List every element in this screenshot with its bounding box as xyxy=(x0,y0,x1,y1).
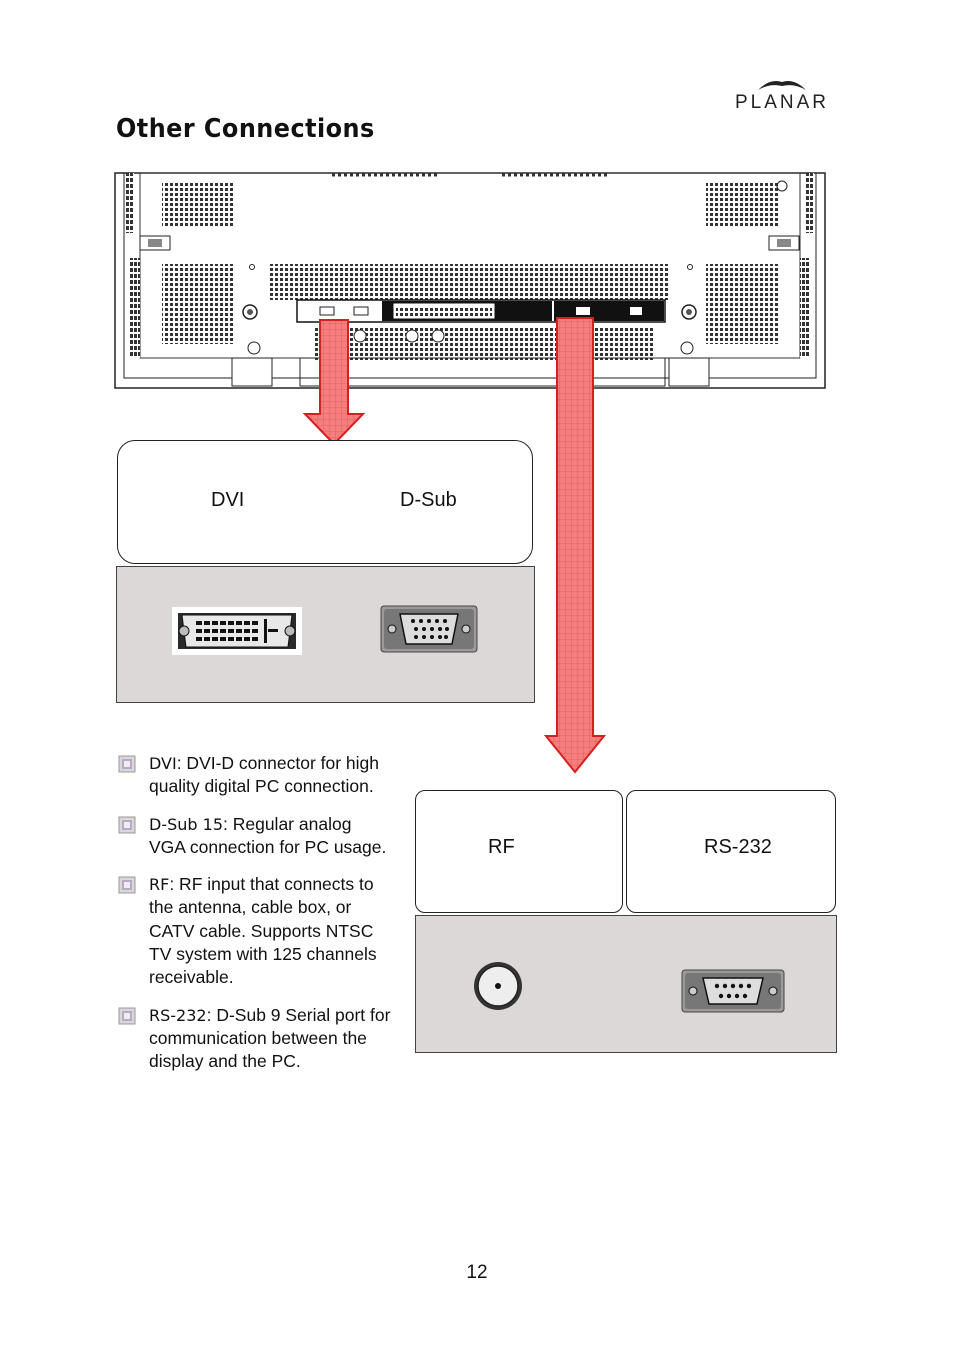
connector-box-rf-rs232 xyxy=(415,915,837,1053)
page-title: Other Connections xyxy=(116,114,375,144)
label-dsub: D-Sub xyxy=(400,489,457,511)
planar-logo: PLANAR xyxy=(722,76,842,120)
connector-box-dvi-dsub xyxy=(116,566,535,703)
list-item-dsub15: D-Sub 15: Regular analog VGA connection … xyxy=(116,813,391,860)
bullet-icon xyxy=(118,755,136,773)
desc-rs232: : D-Sub 9 Serial port for communication … xyxy=(149,1004,391,1072)
label-rs232: RS-232 xyxy=(704,836,772,858)
term-dvi: DVI xyxy=(149,754,177,773)
dvi-connector-icon xyxy=(172,607,302,655)
display-rear-panel xyxy=(114,172,826,389)
logo-swoosh-icon xyxy=(758,81,806,90)
connector-descriptions: DVI: DVI-D connector for high quality di… xyxy=(116,752,391,1088)
desc-rf: : RF input that connects to the antenna,… xyxy=(149,874,377,988)
term-rs232: RS-232 xyxy=(149,1005,207,1025)
label-rf: RF xyxy=(488,836,515,858)
callout-dvi-dsub: DVI D-Sub xyxy=(117,440,533,564)
list-item-rs232: RS-232: D-Sub 9 Serial port for communic… xyxy=(116,1004,391,1074)
term-dsub15: D-Sub 15 xyxy=(149,814,223,834)
desc-dvi: : DVI-D connector for high quality digit… xyxy=(149,753,380,797)
term-rf: RF xyxy=(149,875,170,895)
callout-rf: RF xyxy=(415,790,623,913)
callout-rs232: RS-232 xyxy=(626,790,836,913)
label-dvi: DVI xyxy=(211,489,245,511)
rs232-db9-connector-icon xyxy=(681,969,785,1013)
arrow-down-rf-rs232-icon xyxy=(543,317,607,774)
desc-dsub15: : Regular analog VGA connection for PC u… xyxy=(149,813,387,857)
dsub15-connector-icon xyxy=(380,605,478,653)
list-item-rf: RF: RF input that connects to the antenn… xyxy=(116,873,391,989)
bullet-icon xyxy=(118,816,136,834)
rf-coax-connector-icon xyxy=(474,962,522,1010)
list-item-dvi: DVI: DVI-D connector for high quality di… xyxy=(116,752,391,799)
bullet-icon xyxy=(118,876,136,894)
arrow-down-dvi-icon xyxy=(302,319,366,446)
page-number: 12 xyxy=(466,1262,488,1283)
bullet-icon xyxy=(118,1007,136,1025)
logo-text: PLANAR xyxy=(734,92,830,113)
